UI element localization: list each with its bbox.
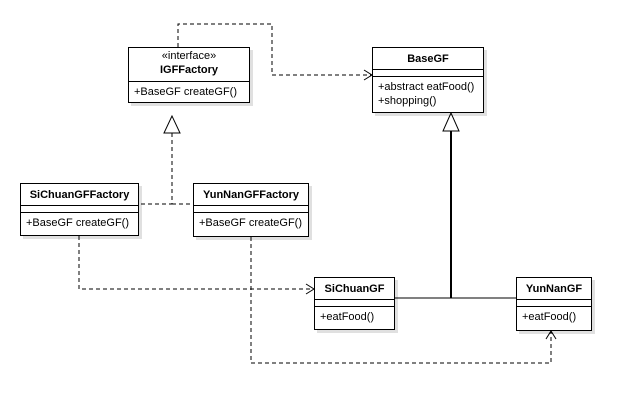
- class-operation: +abstract eatFood(): [378, 81, 475, 93]
- class-header: YunNanGF: [517, 278, 591, 300]
- class-name: SiChuanGFFactory: [29, 189, 130, 201]
- class-operation: +shopping(): [378, 95, 437, 107]
- class-header: YunNanGFFactory: [194, 184, 308, 206]
- realization-triangle: [163, 114, 181, 134]
- class-name: SiChuanGF: [324, 283, 385, 295]
- class-sichuangf[interactable]: SiChuanGF +eatFood(): [314, 277, 395, 330]
- class-attributes: [194, 206, 308, 213]
- class-sichuangffactory[interactable]: SiChuanGFFactory +BaseGF createGF(): [20, 183, 139, 236]
- class-basegf[interactable]: BaseGF +abstract eatFood() +shopping(): [372, 47, 484, 113]
- class-name: YunNanGF: [525, 283, 583, 295]
- class-attributes: [21, 206, 138, 213]
- class-igffactory[interactable]: «interface» IGFFactory +BaseGF createGF(…: [128, 47, 250, 103]
- class-name: IGFFactory: [159, 64, 219, 76]
- class-name: BaseGF: [407, 53, 449, 65]
- class-operation: +BaseGF createGF(): [134, 86, 238, 98]
- dependency-sichuanfactory-sichuangf: [78, 236, 314, 290]
- class-header: BaseGF: [373, 48, 483, 70]
- class-operations: +BaseGF createGF(): [194, 213, 308, 233]
- class-name: YunNanGFFactory: [203, 189, 299, 201]
- generalization-triangle: [442, 111, 460, 132]
- class-operations: +BaseGF createGF(): [129, 82, 249, 102]
- class-yunnangf[interactable]: YunNanGF +eatFood(): [516, 277, 592, 331]
- class-attributes: [315, 300, 394, 307]
- class-operation: +eatFood(): [522, 311, 577, 323]
- class-operation: +eatFood(): [320, 311, 375, 323]
- dependency-yunnanfactory-yunnangf-arrowhead: [545, 330, 557, 340]
- dependency-igffactory-basegf: [177, 23, 372, 76]
- class-operation: +BaseGF createGF(): [26, 217, 130, 229]
- class-operations: +BaseGF createGF(): [21, 213, 138, 233]
- class-operations: +eatFood(): [315, 307, 394, 327]
- class-attributes: [373, 70, 483, 77]
- class-yunnangffactory[interactable]: YunNanGFFactory +BaseGF createGF(): [193, 183, 309, 237]
- dependency-yunnanfactory-yunnangf: [250, 237, 552, 364]
- class-stereotype: «interface»: [161, 50, 217, 62]
- class-operation: +BaseGF createGF(): [199, 217, 303, 229]
- class-attributes: [517, 300, 591, 307]
- class-header: SiChuanGF: [315, 278, 394, 300]
- realization-sichuanfactory-igffactory: [139, 133, 173, 205]
- class-header: SiChuanGFFactory: [21, 184, 138, 206]
- class-operations: +abstract eatFood() +shopping(): [373, 77, 483, 111]
- class-operations: +eatFood(): [517, 307, 591, 327]
- class-header: «interface» IGFFactory: [129, 48, 249, 82]
